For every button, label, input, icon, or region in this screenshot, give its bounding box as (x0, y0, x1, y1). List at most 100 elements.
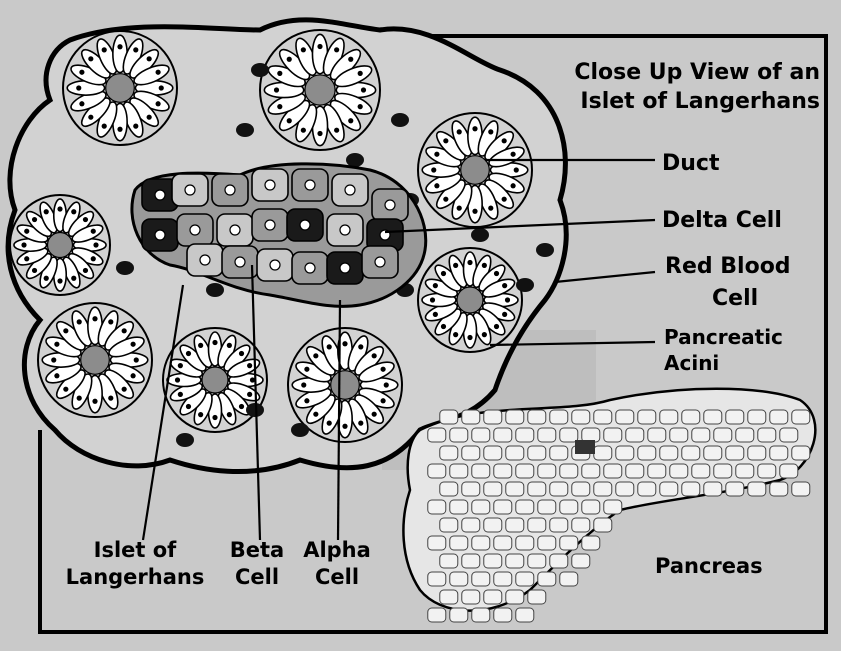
pancreas-lobule (428, 500, 446, 514)
pancreas-lobule (528, 518, 546, 532)
duct-lumen (81, 346, 110, 375)
acinar-nucleus (92, 399, 97, 404)
pancreas-lobule (550, 482, 568, 496)
pancreas-lobule (792, 446, 810, 460)
pancreas-lobule (572, 554, 590, 568)
pancreas-lobule (638, 410, 656, 424)
red-blood-cell (516, 278, 534, 292)
acinar-nucleus (92, 316, 97, 321)
acinar-nucleus (381, 398, 386, 403)
pancreas-lobule (450, 428, 468, 442)
duct-lumen (305, 75, 335, 105)
pancreas-lobule (484, 518, 502, 532)
acinar-nucleus (117, 127, 122, 132)
pancreas-lobule (472, 572, 490, 586)
acinar-nucleus (77, 396, 82, 401)
acinar-nucleus (134, 357, 139, 362)
pancreas-lobule (494, 536, 512, 550)
acinar-nucleus (342, 424, 347, 429)
red-blood-cell (471, 228, 489, 242)
pancreas-lobule (472, 500, 490, 514)
pancreas-lobule (660, 482, 678, 496)
pancreas-lobule (528, 410, 546, 424)
pancreas-lobule (528, 554, 546, 568)
acinar-nucleus (147, 115, 152, 120)
delta-cell-nucleus (340, 263, 350, 273)
pancreas-lobule (450, 608, 468, 622)
acinar-nucleus (32, 268, 37, 273)
acinar-nucleus (175, 377, 180, 382)
beta-cell-label-1: Beta (230, 538, 284, 562)
pancreas-lobule (704, 410, 722, 424)
pancreas-lobule (462, 446, 480, 460)
acinar-nucleus (57, 206, 62, 211)
pancreas-lobule (626, 464, 644, 478)
pancreas-lobule (516, 428, 534, 442)
pancreas-lobule (506, 590, 524, 604)
acinar-nucleus (334, 47, 339, 52)
pancreas-lobule (726, 410, 744, 424)
acinar-nucleus (514, 167, 519, 172)
acinar-nucleus (32, 217, 37, 222)
pancreas-lobule (462, 518, 480, 532)
alpha-cell-nucleus (200, 255, 210, 265)
acinar-nucleus (83, 268, 88, 273)
acinar-nucleus (453, 263, 458, 268)
acinar-nucleus (472, 209, 477, 214)
pancreas-lobule (780, 428, 798, 442)
acinar-nucleus (443, 138, 448, 143)
beta-cell-nucleus (265, 220, 275, 230)
acinus (63, 31, 177, 145)
acinar-nucleus (457, 206, 462, 211)
acinar-nucleus (102, 124, 107, 129)
acinar-nucleus (212, 415, 217, 420)
acinar-nucleus (301, 128, 306, 133)
pancreas-lobule (604, 500, 622, 514)
acinar-nucleus (301, 382, 306, 387)
acini-label-2: Acini (664, 351, 719, 375)
beta-cell-nucleus (305, 263, 315, 273)
acinar-nucleus (384, 382, 389, 387)
pancreas-lobule (560, 536, 578, 550)
pancreas-lobule (550, 446, 568, 460)
acinar-nucleus (287, 118, 292, 123)
acinar-nucleus (76, 85, 81, 90)
pancreas-lobule (462, 590, 480, 604)
acinar-nucleus (334, 128, 339, 133)
pancreas-lobule (516, 572, 534, 586)
pancreas-lobule (440, 554, 458, 568)
acinar-nucleus (21, 242, 26, 247)
pancreas-lobule (484, 482, 502, 496)
acinar-nucleus (277, 71, 282, 76)
pancreas-lobule (572, 482, 590, 496)
beta-cell-label-2: Cell (235, 565, 279, 589)
acinar-nucleus (433, 283, 438, 288)
acinar-nucleus (502, 197, 507, 202)
acinus (418, 248, 522, 352)
pancreas-lobule (748, 482, 766, 496)
acinus (260, 30, 380, 150)
acinar-nucleus (443, 197, 448, 202)
acinar-nucleus (133, 124, 138, 129)
acinar-nucleus (88, 115, 93, 120)
beta-cell-nucleus (385, 200, 395, 210)
pancreas-lobule (604, 428, 622, 442)
acinar-nucleus (159, 85, 164, 90)
pancreas-lobule (780, 464, 798, 478)
red-blood-cell (116, 261, 134, 275)
pancreas-lobule (616, 482, 634, 496)
pancreas-lobule (726, 446, 744, 460)
acinar-nucleus (51, 357, 56, 362)
beta-cell-nucleus (235, 257, 245, 267)
pancreas-lobule (604, 464, 622, 478)
pancreas-lobule (560, 500, 578, 514)
acinar-nucleus (304, 398, 309, 403)
red-blood-cell (206, 283, 224, 297)
acinar-nucleus (102, 47, 107, 52)
acinar-nucleus (502, 283, 507, 288)
acinar-nucleus (502, 312, 507, 317)
red-blood-cell (291, 423, 309, 437)
pancreas-lobule (450, 464, 468, 478)
pancreas-lobule (528, 482, 546, 496)
